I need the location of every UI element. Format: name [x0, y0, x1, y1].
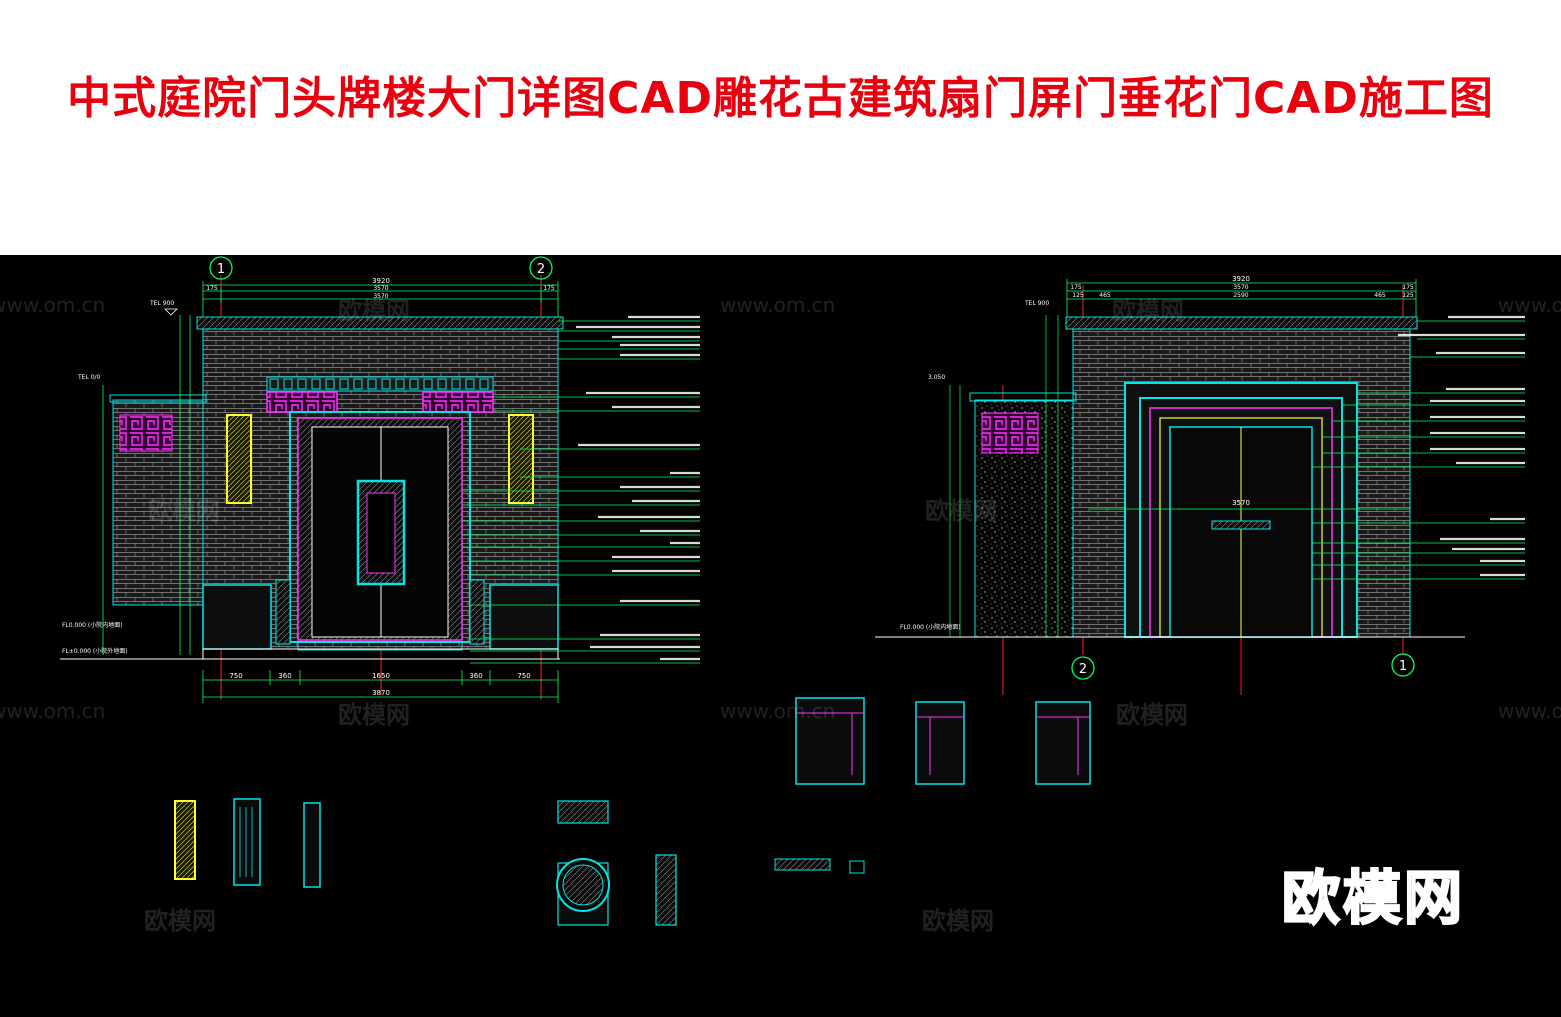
detail-plinth-3	[1035, 701, 1091, 785]
side-dim-5: 465	[1099, 292, 1111, 299]
side-annotation-leaders	[1312, 320, 1525, 580]
page-title: 中式庭院门头牌楼大门详图CAD雕花古建筑扇门屏门垂花门CAD施工图	[67, 73, 1494, 124]
side-panel-left	[226, 414, 252, 504]
axis-bubble-1	[209, 256, 233, 280]
watermark-url: www.om.cn	[0, 699, 106, 723]
side-dim-8: 125	[1402, 292, 1414, 299]
dim-bottom-3: 1650	[372, 672, 390, 680]
detail-plinth-2	[915, 701, 965, 785]
detail-top-bar	[557, 800, 609, 824]
side-panel-right	[508, 414, 534, 504]
side-axis-label-2: 2	[1079, 662, 1087, 677]
detail-column-side	[303, 802, 321, 888]
dentil-band	[266, 376, 494, 392]
side-stone-ornament	[981, 412, 1039, 454]
level-inner: FL0.000 (小院内地面)	[62, 621, 123, 629]
watermark-cn: 欧模网	[922, 907, 994, 935]
side-dim-1: 175	[1070, 284, 1082, 291]
cad-drawing-area: 1 2 3920 175 3570 175 3570	[0, 255, 1561, 1017]
watermark-cn: 欧模网	[338, 297, 410, 325]
detail-small-bar	[774, 858, 831, 871]
dim-top-left: 175	[206, 285, 218, 292]
watermark-url: www.om.cn	[1498, 293, 1561, 317]
dim-bottom-total: 3870	[372, 689, 390, 697]
side-level-top: TEL 900	[1024, 300, 1049, 307]
detail-medallion-side	[655, 854, 677, 926]
watermark-cn: 欧模网	[1116, 701, 1188, 729]
side-axis-label-1: 1	[1399, 659, 1407, 674]
level-top: TEL 900	[149, 300, 174, 307]
watermark-url: www.om.cn	[720, 293, 836, 317]
carved-panel-left	[266, 391, 338, 413]
front-elevation: 1 2 3920 175 3570 175 3570	[60, 256, 700, 703]
side-elevation: 2 1 3920 175 3570 175 125 465 2590 465 1…	[875, 275, 1525, 695]
threshold	[297, 641, 463, 651]
side-dim-6: 2590	[1233, 292, 1248, 299]
cad-drawing: 1 2 3920 175 3570 175 3570	[60, 256, 1525, 926]
annotation-leaders	[462, 320, 700, 664]
detail-drawings	[174, 697, 1091, 926]
level-side-wall: TEL 0/0	[77, 374, 101, 381]
watermark-url: www.om.cn	[0, 293, 106, 317]
dim-bottom-2: 360	[278, 672, 291, 680]
side-dim-2: 3570	[1233, 284, 1248, 291]
detail-column-front	[233, 798, 261, 886]
detail-plinth-1	[795, 697, 865, 785]
side-level-ground: FL0.000 (小院内地面)	[900, 623, 961, 631]
level-outer: FL±0.000 (小院外地面)	[62, 647, 128, 655]
carved-panel-right	[422, 391, 494, 413]
side-mid-dim: 3570	[1232, 499, 1250, 507]
watermark-cn: 欧模网	[338, 701, 410, 729]
dim-bottom-4: 360	[469, 672, 482, 680]
dim-top-right: 175	[543, 285, 555, 292]
watermark-cn: 欧模网	[148, 497, 220, 525]
axis-label-2: 2	[537, 262, 545, 277]
watermark-url: www.om.cn	[1498, 699, 1561, 723]
annotation-text-blocks	[576, 315, 700, 661]
watermark-cn: 欧模网	[1112, 297, 1184, 325]
dim-top-inner: 3570	[373, 293, 388, 300]
side-level-wall: 3.050	[928, 374, 945, 381]
watermark-url: www.om.cn	[720, 699, 836, 723]
plinth-left	[202, 584, 272, 650]
axis-bubble-2	[529, 256, 553, 280]
title-band: 中式庭院门头牌楼大门详图CAD雕花古建筑扇门屏门垂花门CAD施工图	[0, 0, 1561, 255]
brand-watermark: 欧模网	[1281, 863, 1466, 934]
side-dim-total: 3920	[1232, 275, 1250, 283]
watermark-cn: 欧模网	[144, 907, 216, 935]
dim-bottom-1: 750	[229, 672, 242, 680]
plinth-right	[489, 584, 559, 650]
dim-top-mid: 3570	[373, 285, 388, 292]
axis-label-1: 1	[217, 262, 225, 277]
side-dim-4: 125	[1072, 292, 1084, 299]
detail-yellow-panel	[174, 800, 196, 880]
door-handle-bar	[1211, 520, 1271, 530]
side-dim-7: 465	[1374, 292, 1386, 299]
side-dim-3: 175	[1402, 284, 1414, 291]
side-wall-ornament	[119, 414, 173, 452]
dim-top-total: 3920	[372, 277, 390, 285]
dim-bottom-5: 750	[517, 672, 530, 680]
watermark-cn: 欧模网	[925, 497, 997, 525]
